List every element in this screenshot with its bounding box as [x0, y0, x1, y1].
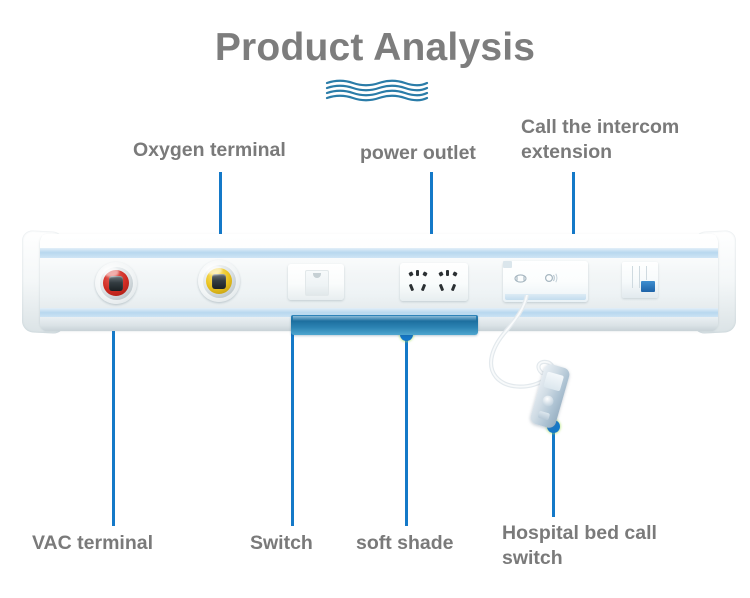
power-outlet-plate[interactable] [400, 263, 468, 301]
rocker-switch-plate[interactable] [288, 264, 344, 300]
module-line [639, 266, 640, 288]
call-bell-icon [544, 272, 558, 287]
oxygen-terminal[interactable] [198, 260, 240, 302]
socket-pin [438, 283, 445, 292]
pendant-screen [543, 371, 565, 392]
pendant-call-button[interactable] [541, 394, 555, 408]
bed-call-pendant-group[interactable] [480, 295, 610, 440]
socket-pin [452, 271, 458, 277]
leader-line-oxygen-terminal [219, 172, 222, 269]
soft-shade-strip [291, 315, 478, 335]
oxygen-terminal-gloss [206, 265, 222, 275]
vac-terminal-gloss [103, 267, 119, 277]
vac-terminal[interactable] [95, 262, 137, 304]
soft-shade-gloss [293, 316, 476, 321]
socket-pin [420, 283, 427, 292]
wave-divider-icon [325, 78, 429, 102]
label-oxygen-terminal: Oxygen terminal [133, 139, 286, 161]
socket-pin [446, 270, 449, 276]
label-bed-call-switch: Hospital bed call switch [502, 522, 657, 569]
rocker-switch-notch [313, 273, 321, 278]
leader-line-switch [291, 316, 294, 526]
phone-icon [514, 273, 527, 287]
panel-accent-stripe-bottom [40, 308, 718, 318]
module-line [646, 266, 647, 280]
socket-pin [438, 271, 444, 277]
rocker-switch-button[interactable] [305, 270, 329, 296]
label-soft-shade: soft shade [356, 532, 454, 554]
label-intercom-extension: Call the intercom extension [521, 116, 680, 163]
intercom-panel[interactable] [503, 261, 588, 302]
vac-terminal-core [109, 275, 123, 291]
leader-line-vac-terminal [112, 301, 115, 526]
socket-pin [408, 271, 414, 277]
pendant-tip [537, 410, 551, 421]
module-blue-indicator [641, 281, 655, 292]
socket-pin [450, 283, 457, 292]
leader-line-power-outlet [430, 172, 433, 269]
intercom-key-icon[interactable] [503, 261, 512, 268]
socket-pin [416, 270, 419, 276]
pendant-cable [488, 295, 555, 389]
right-side-module[interactable] [622, 262, 658, 298]
oxygen-terminal-core [212, 273, 226, 289]
power-outlet-socket-left[interactable] [405, 269, 432, 295]
label-power-outlet: power outlet [360, 142, 476, 164]
page-title: Product Analysis [214, 26, 536, 69]
module-line [632, 266, 633, 288]
product-bed-head-unit [22, 229, 736, 337]
label-vac-terminal: VAC terminal [32, 532, 153, 554]
leader-line-intercom [572, 172, 575, 269]
power-outlet-socket-right[interactable] [435, 269, 462, 295]
socket-pin [422, 271, 428, 277]
socket-pin [408, 283, 415, 292]
panel-top-highlight [42, 235, 716, 238]
leader-line-bed-call-switch [552, 428, 555, 517]
panel-accent-stripe-top [40, 248, 718, 258]
leader-line-soft-shade [405, 335, 408, 526]
intercom-panel-edge [505, 294, 586, 300]
label-switch: Switch [250, 532, 313, 554]
